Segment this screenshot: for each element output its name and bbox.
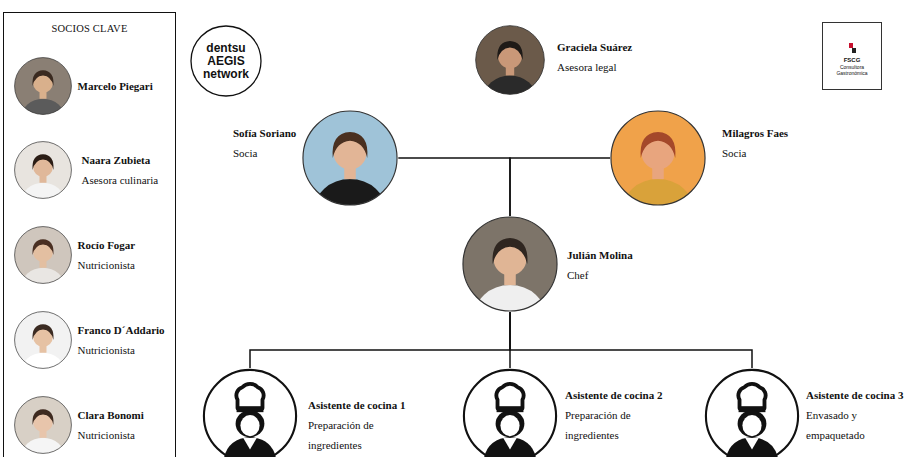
person-name: Franco D´Addario bbox=[78, 320, 165, 340]
person-photo bbox=[610, 110, 706, 206]
person-name: Asistente de cocina 3 bbox=[806, 385, 903, 405]
person-role: Envasado y empaquetado bbox=[806, 405, 896, 445]
staff-node: Asistente de cocina 1Preparación de ingr… bbox=[202, 368, 405, 457]
key-partners-panel: SOCIOS CLAVE Marcelo PiegariNaara Zubieta… bbox=[3, 12, 176, 457]
person-name: Julián Molina bbox=[567, 245, 633, 265]
person-role: Nutricionista bbox=[78, 425, 144, 445]
consultancy-logo: FSCGConsultora Gastronómica bbox=[822, 22, 882, 90]
person-photo bbox=[14, 226, 72, 284]
person-node: Julián MolinaChef bbox=[462, 216, 633, 312]
person-text: Rocío FogarNutricionista bbox=[78, 235, 136, 275]
person-node: Rocío FogarNutricionista bbox=[14, 226, 136, 284]
logo-text: Consultora Gastronómica bbox=[825, 64, 879, 76]
person-photo bbox=[14, 141, 72, 199]
logo-icon bbox=[848, 43, 857, 54]
logo-text: dentsu AEGIS network bbox=[196, 42, 256, 81]
connector-line bbox=[510, 158, 610, 216]
person-text: Asistente de cocina 3Envasado y empaquet… bbox=[806, 368, 903, 445]
chef-icon bbox=[202, 368, 298, 457]
connector-line bbox=[510, 312, 752, 368]
chef-icon bbox=[462, 368, 558, 457]
logo-text: FSCG bbox=[844, 56, 861, 64]
connector-line bbox=[398, 158, 510, 216]
person-node: Clara BonomiNutricionista bbox=[14, 396, 144, 454]
person-name: Clara Bonomi bbox=[78, 405, 144, 425]
person-text: Franco D´AddarioNutricionista bbox=[78, 320, 165, 360]
person-text: Asistente de cocina 2Preparación de ingr… bbox=[565, 368, 662, 445]
person-name: Milagros Faes bbox=[722, 123, 788, 143]
person-node: Sofía SorianoSocia bbox=[233, 110, 398, 206]
person-role: Asesora legal bbox=[557, 57, 632, 77]
person-role: Socia bbox=[233, 143, 296, 163]
person-name: Asistente de cocina 1 bbox=[308, 395, 405, 415]
person-name: Marcelo Piegari bbox=[78, 76, 153, 96]
person-node: Naara ZubietaAsesora culinaria bbox=[14, 141, 159, 199]
person-node: Marcelo Piegari bbox=[14, 57, 153, 115]
connector-line bbox=[250, 312, 510, 368]
person-text: Julián MolinaChef bbox=[567, 216, 633, 285]
person-node: Milagros FaesSocia bbox=[610, 110, 788, 206]
person-photo bbox=[462, 216, 558, 312]
person-photo bbox=[14, 311, 72, 369]
person-text: Marcelo Piegari bbox=[78, 76, 153, 96]
person-role: Asesora culinaria bbox=[82, 170, 159, 190]
person-role: Preparación de ingredientes bbox=[308, 415, 398, 455]
person-role: Preparación de ingredientes bbox=[565, 405, 655, 445]
staff-node: Asistente de cocina 3Envasado y empaquet… bbox=[704, 368, 903, 457]
person-photo bbox=[302, 110, 398, 206]
person-node: Graciela SuárezAsesora legal bbox=[475, 25, 632, 95]
person-role: Nutricionista bbox=[78, 255, 136, 275]
agency-logo: dentsu AEGIS network bbox=[190, 25, 262, 97]
person-text: Clara BonomiNutricionista bbox=[78, 405, 144, 445]
person-name: Asistente de cocina 2 bbox=[565, 385, 662, 405]
person-text: Milagros FaesSocia bbox=[722, 110, 788, 163]
person-name: Graciela Suárez bbox=[557, 37, 632, 57]
staff-node: Asistente de cocina 2Preparación de ingr… bbox=[462, 368, 662, 457]
person-photo bbox=[14, 57, 72, 115]
chef-icon bbox=[704, 368, 800, 457]
person-text: Sofía SorianoSocia bbox=[233, 110, 296, 163]
person-photo bbox=[14, 396, 72, 454]
person-role: Socia bbox=[722, 143, 788, 163]
person-name: Sofía Soriano bbox=[233, 123, 296, 143]
person-text: Graciela SuárezAsesora legal bbox=[557, 25, 632, 77]
panel-title: SOCIOS CLAVE bbox=[4, 22, 175, 36]
person-name: Naara Zubieta bbox=[82, 150, 159, 170]
person-text: Naara ZubietaAsesora culinaria bbox=[82, 150, 159, 190]
person-name: Rocío Fogar bbox=[78, 235, 136, 255]
person-role: Chef bbox=[567, 265, 633, 285]
person-photo bbox=[475, 25, 545, 95]
person-text: Asistente de cocina 1Preparación de ingr… bbox=[308, 368, 405, 455]
person-role: Nutricionista bbox=[78, 340, 165, 360]
person-node: Franco D´AddarioNutricionista bbox=[14, 311, 165, 369]
